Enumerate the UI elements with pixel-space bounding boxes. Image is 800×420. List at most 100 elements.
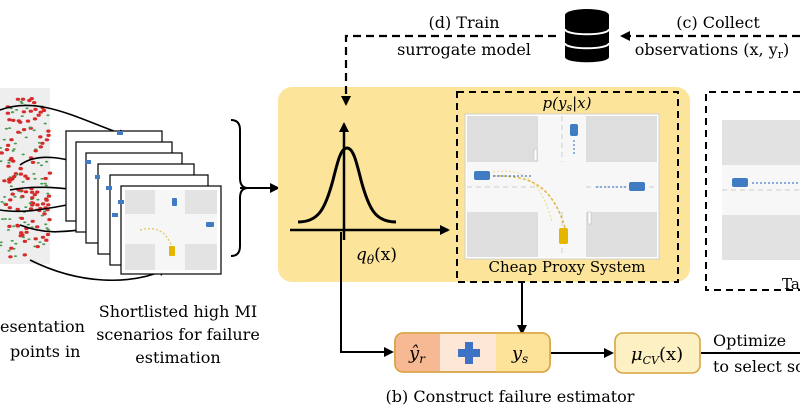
scatter-dot-red — [33, 237, 38, 241]
representation-label-line1: esentation — [0, 317, 85, 336]
mu-cv-label: μCV(x) — [631, 344, 683, 367]
scatter-dot-green — [9, 107, 13, 110]
scatter-dot-red — [28, 207, 34, 211]
scatter-dot-red — [30, 219, 35, 223]
scatter-dot-green — [15, 109, 19, 111]
shortlisted-label-line1: Shortlisted high MI — [99, 302, 257, 321]
scatter-dot-red — [24, 230, 29, 234]
scatter-dot-green — [14, 242, 18, 245]
scatter-dot-green — [39, 164, 44, 167]
scatter-dot-green — [42, 210, 47, 213]
train-label-line2: surrogate model — [397, 40, 531, 59]
scatter-dot-green — [30, 226, 34, 229]
scatter-dot-red — [8, 255, 13, 259]
scatter-dot-green — [19, 196, 23, 199]
train-dashed-arrow — [341, 34, 556, 106]
train-label-line1: (d) Train — [428, 13, 499, 32]
scatter-dot-green — [28, 126, 32, 129]
scatter-dot-red — [25, 119, 31, 123]
scatter-dot-green — [2, 202, 7, 205]
proxy-system-box — [456, 91, 679, 283]
scatter-dot-green — [44, 223, 48, 226]
scatter-dot-red — [15, 224, 21, 228]
scatter-dot-green — [13, 255, 18, 257]
scatter-dot-green — [6, 229, 10, 231]
scatter-dot-green — [7, 161, 11, 164]
scatter-dot-green — [0, 147, 3, 149]
scatter-dot-red — [30, 160, 36, 164]
scatter-dot-red — [32, 193, 37, 197]
scatter-dot-red — [35, 245, 40, 249]
optimize-label-line2: to select sc — [713, 357, 800, 376]
proxy-intersection-image — [464, 113, 660, 260]
scatter-dot-red — [38, 145, 43, 149]
scatter-dot-red — [41, 108, 47, 113]
scatter-dot-red — [40, 202, 46, 206]
scatter-dot-green — [42, 243, 46, 246]
proxy-caption: Cheap Proxy System — [489, 258, 646, 276]
scatter-dot-green — [23, 221, 27, 224]
scatter-dot-green — [0, 218, 5, 221]
scatter-dot-green — [43, 182, 47, 185]
scatter-dot-green — [21, 181, 25, 183]
scatter-dot-red — [42, 212, 47, 216]
scatter-dot-red — [44, 238, 49, 242]
scatter-dot-red — [40, 235, 46, 239]
scatter-dot-green — [24, 136, 28, 139]
scatter-dot-red — [33, 107, 38, 111]
scatter-dot-red — [44, 198, 49, 202]
scatter-dot-red — [11, 118, 16, 122]
scatter-dot-red — [5, 111, 11, 115]
collect-label-line2: observations (x, yr) — [635, 40, 790, 61]
scatter-dot-green — [20, 115, 24, 117]
scatter-dot-green — [3, 196, 7, 198]
scatter-dot-red — [40, 141, 45, 145]
scatter-dot-green — [4, 127, 8, 130]
scatter-dot-red — [19, 231, 24, 235]
scatter-dot-red — [32, 117, 38, 121]
scatter-dot-green — [7, 249, 11, 252]
front-card-intersection — [125, 190, 217, 270]
scatter-dot-red — [46, 203, 51, 207]
scatter-dot-red — [23, 174, 28, 178]
density-label: qθ(x) — [356, 245, 397, 267]
scatter-dot-green — [0, 201, 4, 203]
scatter-dot-red — [15, 97, 21, 101]
scatter-dot-green — [43, 122, 47, 125]
scatter-dot-green — [45, 160, 49, 163]
scatter-dot-green — [26, 223, 30, 226]
scatter-dot-green — [32, 173, 36, 175]
scatter-dot-green — [11, 150, 15, 152]
scatter-dot-green — [46, 114, 50, 117]
scatter-dot-red — [33, 149, 38, 153]
scatter-dot-red — [7, 177, 12, 181]
scatter-dot-green — [40, 182, 44, 185]
scatter-dot-red — [20, 97, 26, 101]
scatter-dot-red — [4, 148, 10, 152]
scatter-dot-red — [45, 232, 51, 237]
shortlisted-label-line2: scenarios for failure — [96, 325, 260, 344]
scatter-dot-red — [7, 180, 12, 184]
scatter-dot-green — [10, 239, 14, 242]
scatter-dot-red — [19, 216, 25, 220]
representation-scatter — [0, 88, 53, 264]
scatter-dot-red — [47, 171, 53, 175]
scatter-dot-green — [38, 241, 42, 244]
scatter-dot-red — [2, 179, 7, 183]
scatter-dot-red — [30, 196, 35, 200]
scatter-dot-green — [12, 225, 16, 228]
scatter-dot-red — [18, 120, 23, 124]
scatter-dot-green — [0, 160, 3, 163]
optimize-label-line1: Optimize — [713, 331, 786, 350]
scatter-dot-red — [0, 151, 4, 155]
scatter-dot-green — [12, 148, 16, 151]
scatter-dot-red — [12, 175, 17, 179]
scatter-dot-green — [24, 206, 28, 209]
scatter-dot-red — [9, 246, 14, 250]
scatter-dot-green — [19, 100, 23, 103]
scatter-dot-green — [2, 138, 6, 141]
scenario-stack — [65, 130, 222, 275]
scatter-dot-green — [21, 153, 25, 156]
scatter-dot-red — [38, 110, 43, 114]
